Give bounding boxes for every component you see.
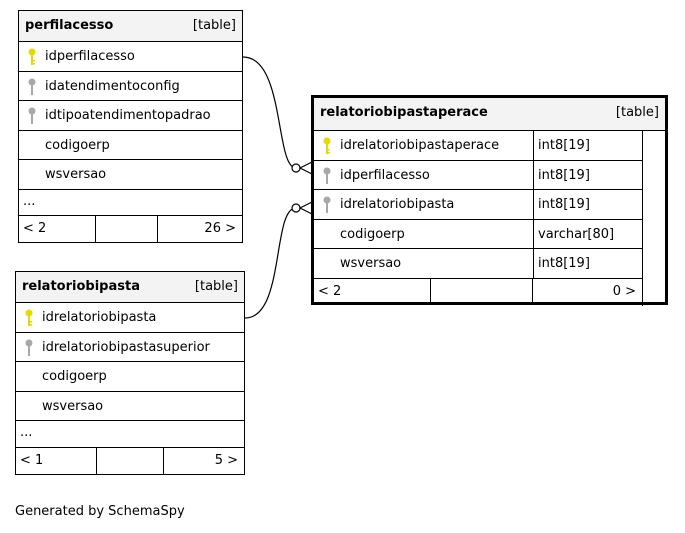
table-footer: < 2 0 > — [314, 278, 642, 305]
column-row[interactable]: idtipoatendimentopadrao — [19, 101, 242, 131]
column-type-cell: int8[19] — [533, 249, 643, 279]
column-name: idrelatoriobipasta — [340, 197, 455, 212]
ellipsis-row: ... — [16, 421, 244, 448]
column-row[interactable]: idrelatoriobipasta — [16, 303, 244, 333]
parents-count: < 1 — [20, 453, 44, 468]
table-type-label: [table] — [194, 279, 238, 294]
table-name: relatoriobipastaperace — [320, 105, 488, 120]
column-grid: idrelatoriobipastaperace int8[19] idperf… — [314, 131, 643, 306]
column-row[interactable]: idperfilacesso — [19, 42, 242, 72]
column-type-cell: int8[19] — [533, 160, 643, 190]
column-row[interactable]: wsversao — [19, 160, 242, 190]
parents-count: < 2 — [23, 220, 47, 236]
foreign-key-icon — [323, 167, 331, 184]
table-header: relatoriobipasta [table] — [16, 272, 244, 303]
column-row[interactable]: idrelatoriobipastaperace int8[19] — [314, 131, 642, 161]
column-name: wsversao — [45, 167, 107, 182]
column-name: wsversao — [42, 398, 104, 414]
column-type: int8[19] — [538, 138, 590, 153]
generated-by-label: Generated by SchemaSpy — [15, 504, 185, 519]
column-type: int8[19] — [538, 256, 590, 271]
foreign-key-icon — [25, 339, 33, 356]
column-type-cell: int8[19] — [533, 131, 643, 161]
column-row[interactable]: idperfilacesso int8[19] — [314, 160, 643, 190]
edge-relatoriobipasta-crowfoot — [299, 201, 313, 215]
children-count: 5 > — [214, 453, 238, 468]
table-relatoriobipastaperace[interactable]: relatoriobipastaperace [table] idrelator… — [311, 95, 668, 306]
table-name: perfilacesso — [25, 18, 114, 33]
column-row[interactable]: codigoerp — [19, 131, 242, 160]
footer-children-cell[interactable]: 26 > — [158, 216, 242, 242]
children-count: 26 > — [204, 220, 236, 236]
table-perfilacesso[interactable]: perfilacesso [table] idperfilacesso idat… — [18, 10, 243, 243]
ellipsis: ... — [23, 193, 36, 209]
column-type: int8[19] — [538, 167, 590, 183]
table-header: perfilacesso [table] — [19, 11, 242, 42]
column-name: idatendimentoconfig — [45, 78, 180, 94]
column-name: idrelatoriobipasta — [42, 310, 157, 325]
column-name: idperfilacesso — [340, 167, 430, 183]
edge-perfilacesso-optional-marker — [291, 163, 301, 173]
foreign-key-icon — [28, 78, 36, 95]
footer-children-cell[interactable]: 5 > — [164, 448, 244, 474]
column-name: idtipoatendimentopadrao — [45, 108, 211, 123]
primary-key-icon — [323, 137, 331, 154]
table-name: relatoriobipasta — [22, 279, 140, 294]
ellipsis-row: ... — [19, 190, 242, 216]
table-footer: < 2 26 > — [19, 215, 242, 242]
column-name: wsversao — [340, 256, 402, 271]
table-type-label: [table] — [192, 18, 236, 33]
footer-rows-cell — [96, 215, 158, 242]
ellipsis: ... — [20, 425, 33, 440]
table-footer: < 1 5 > — [16, 448, 244, 474]
table-relatoriobipasta[interactable]: relatoriobipasta [table] idrelatoriobipa… — [15, 271, 245, 475]
edge-relatoriobipasta-optional-marker — [291, 203, 301, 213]
children-count: 0 > — [612, 283, 636, 299]
column-name: codigoerp — [42, 369, 107, 384]
column-row[interactable]: wsversao int8[19] — [314, 249, 642, 279]
column-row[interactable]: idrelatoriobipastasuperior — [16, 333, 244, 362]
column-row[interactable]: codigoerp varchar[80] — [314, 219, 643, 249]
column-row[interactable]: idatendimentoconfig — [19, 72, 242, 101]
column-name: codigoerp — [340, 226, 405, 242]
column-row[interactable]: codigoerp — [16, 362, 244, 392]
primary-key-icon — [28, 48, 36, 65]
footer-rows-cell — [431, 278, 533, 305]
edge-relatoriobipasta — [244, 207, 297, 319]
primary-key-icon — [25, 309, 33, 326]
foreign-key-icon — [323, 196, 331, 213]
edge-perfilacesso-crowfoot — [299, 161, 313, 175]
footer-children-cell[interactable]: 0 > — [533, 279, 642, 305]
column-name: idperfilacesso — [45, 49, 135, 64]
column-name: idrelatoriobipastasuperior — [42, 339, 210, 355]
column-row[interactable]: idrelatoriobipasta int8[19] — [314, 190, 642, 220]
column-row[interactable]: wsversao — [16, 392, 244, 421]
foreign-key-icon — [28, 107, 36, 124]
footer-parents-cell[interactable]: < 1 — [16, 448, 97, 474]
footer-rows-cell — [97, 448, 164, 474]
column-type-cell: int8[19] — [533, 190, 643, 220]
table-header: relatoriobipastaperace [table] — [314, 98, 665, 131]
column-type: varchar[80] — [538, 226, 615, 242]
edge-perfilacesso — [242, 56, 297, 169]
footer-parents-cell[interactable]: < 2 — [314, 278, 431, 305]
column-name: idrelatoriobipastaperace — [340, 138, 500, 153]
footer-parents-cell[interactable]: < 2 — [19, 215, 96, 242]
table-type-label: [table] — [615, 105, 659, 120]
column-type: int8[19] — [538, 197, 590, 212]
parents-count: < 2 — [318, 283, 342, 299]
column-type-cell: varchar[80] — [533, 219, 643, 249]
column-name: codigoerp — [45, 137, 110, 153]
